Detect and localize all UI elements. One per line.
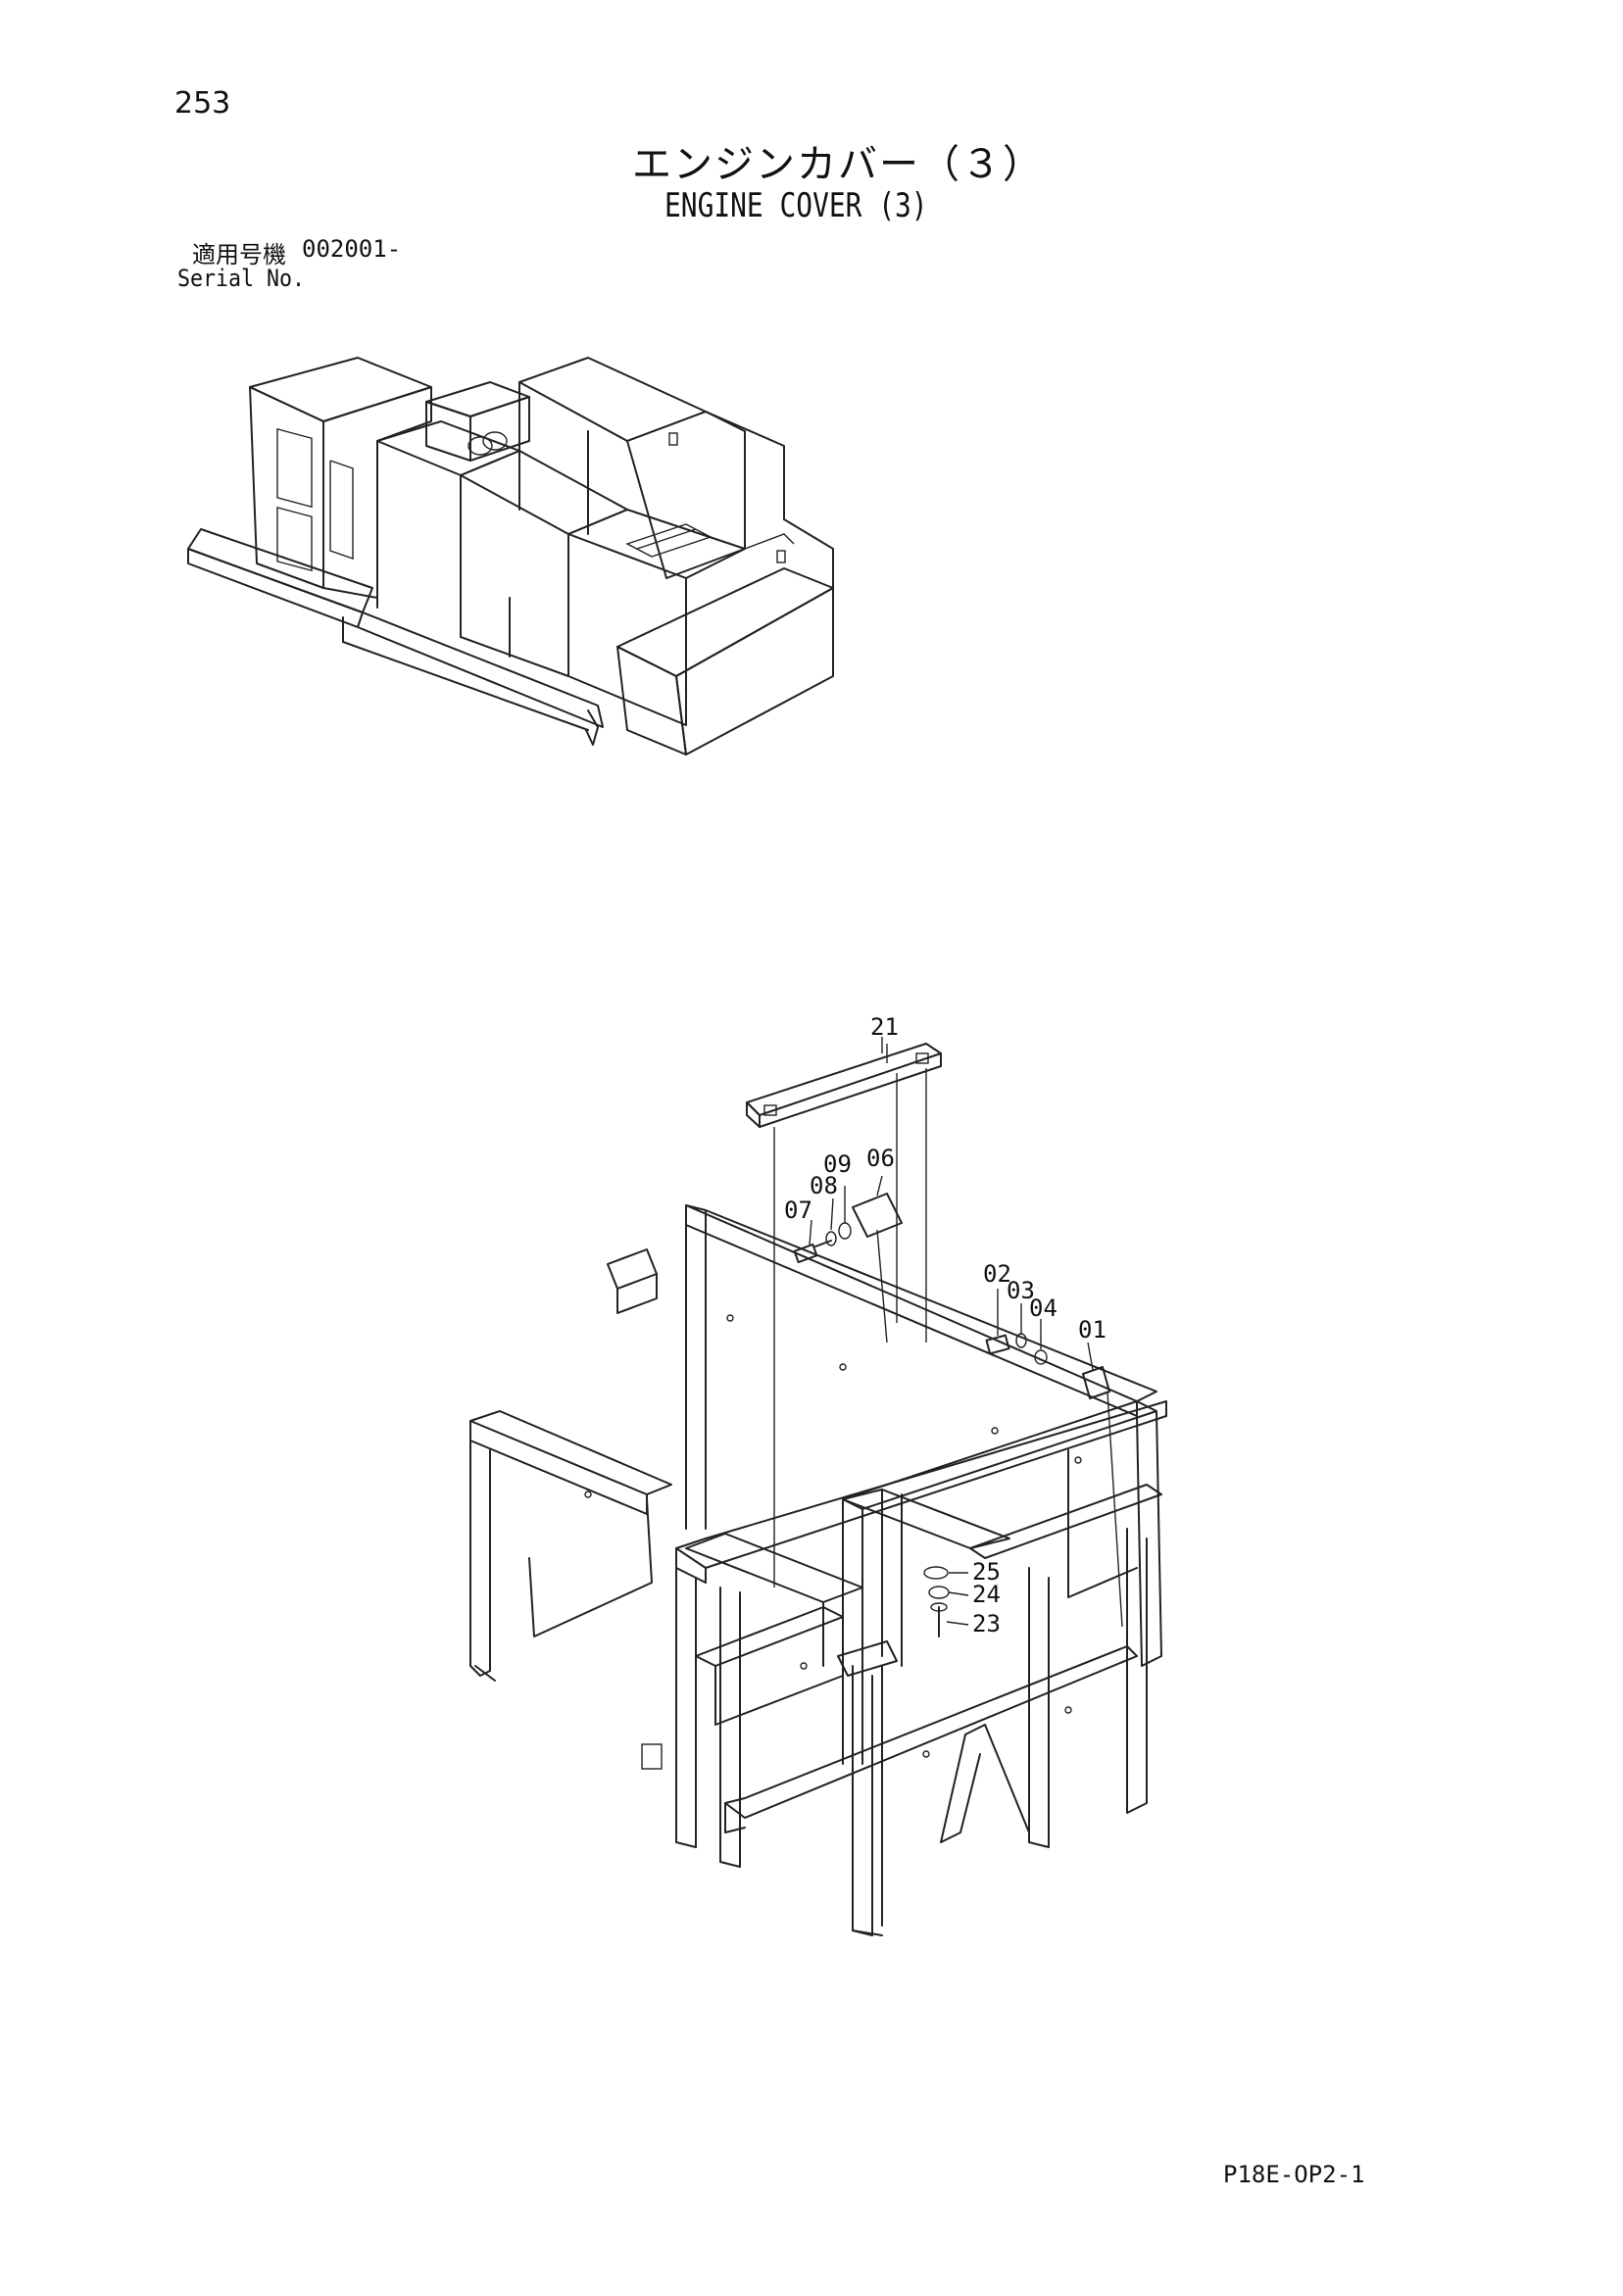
callout-09: 09 bbox=[823, 1150, 852, 1178]
serial-label-japanese: 適用号機 bbox=[192, 241, 286, 269]
callout-25: 25 bbox=[972, 1558, 1001, 1586]
document-code: P18E-OP2-1 bbox=[1223, 2161, 1365, 2188]
callout-01: 01 bbox=[1078, 1316, 1107, 1343]
callout-24: 24 bbox=[972, 1581, 1001, 1608]
callout-06: 06 bbox=[866, 1145, 895, 1172]
callout-03: 03 bbox=[1007, 1277, 1035, 1304]
callout-labels: 21 09 06 08 07 02 03 04 01 25 24 23 bbox=[784, 1013, 1107, 1637]
serial-value: 002001- bbox=[302, 235, 402, 263]
title-english: ENGINE COVER (3) bbox=[664, 186, 928, 225]
callout-08: 08 bbox=[810, 1172, 838, 1199]
page-number: 253 bbox=[174, 86, 231, 121]
callout-07: 07 bbox=[784, 1197, 812, 1224]
callout-04: 04 bbox=[1029, 1295, 1057, 1322]
callout-23: 23 bbox=[972, 1610, 1001, 1637]
title-japanese: エンジンカバー（３） bbox=[632, 142, 1044, 187]
serial-label-english: Serial No. bbox=[177, 265, 306, 292]
callout-02: 02 bbox=[983, 1260, 1011, 1288]
callout-21: 21 bbox=[870, 1013, 899, 1041]
machine-overview-drawing bbox=[187, 357, 834, 756]
frame-exploded-drawing bbox=[469, 1037, 1167, 1936]
